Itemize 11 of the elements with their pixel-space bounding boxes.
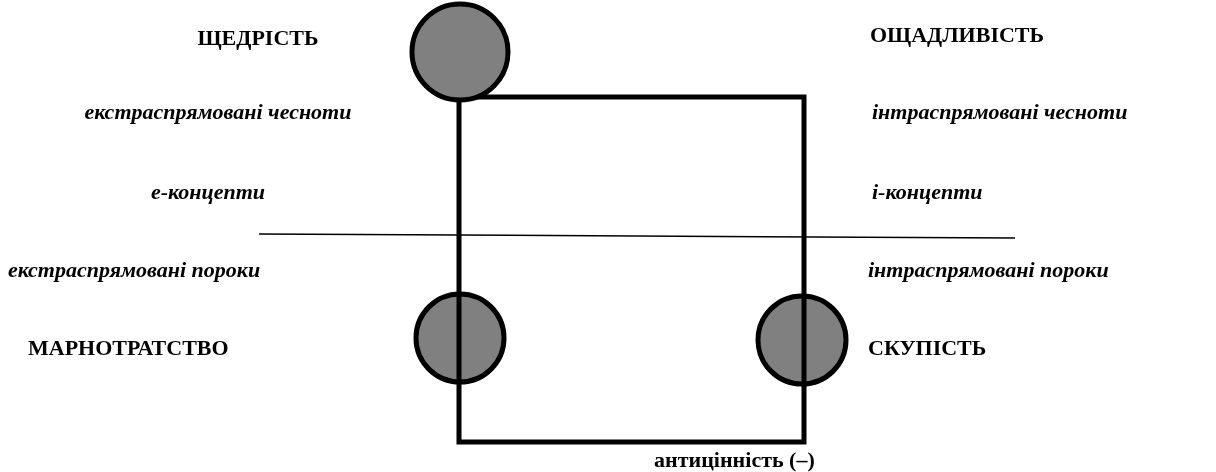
category-label: і-концепти: [872, 180, 983, 204]
concept-label: ОЩАДЛИВІСТЬ: [869, 23, 1045, 47]
category-label: інтраспрямовані пороки: [868, 258, 1109, 282]
concept-label: МАРНОТРАТСТВО: [28, 336, 229, 360]
category-label: інтраспрямовані чесноти: [872, 100, 1128, 124]
category-label: екстраспрямовані пороки: [8, 258, 261, 282]
concept-label: антицінність (–): [654, 448, 815, 472]
concept-label: ЩЕДРІСТЬ: [197, 26, 319, 50]
category-label: екстраспрямовані чесноти: [84, 100, 352, 124]
concept-label: СКУПІСТЬ: [868, 336, 987, 360]
category-label: е-концепти: [150, 180, 266, 204]
